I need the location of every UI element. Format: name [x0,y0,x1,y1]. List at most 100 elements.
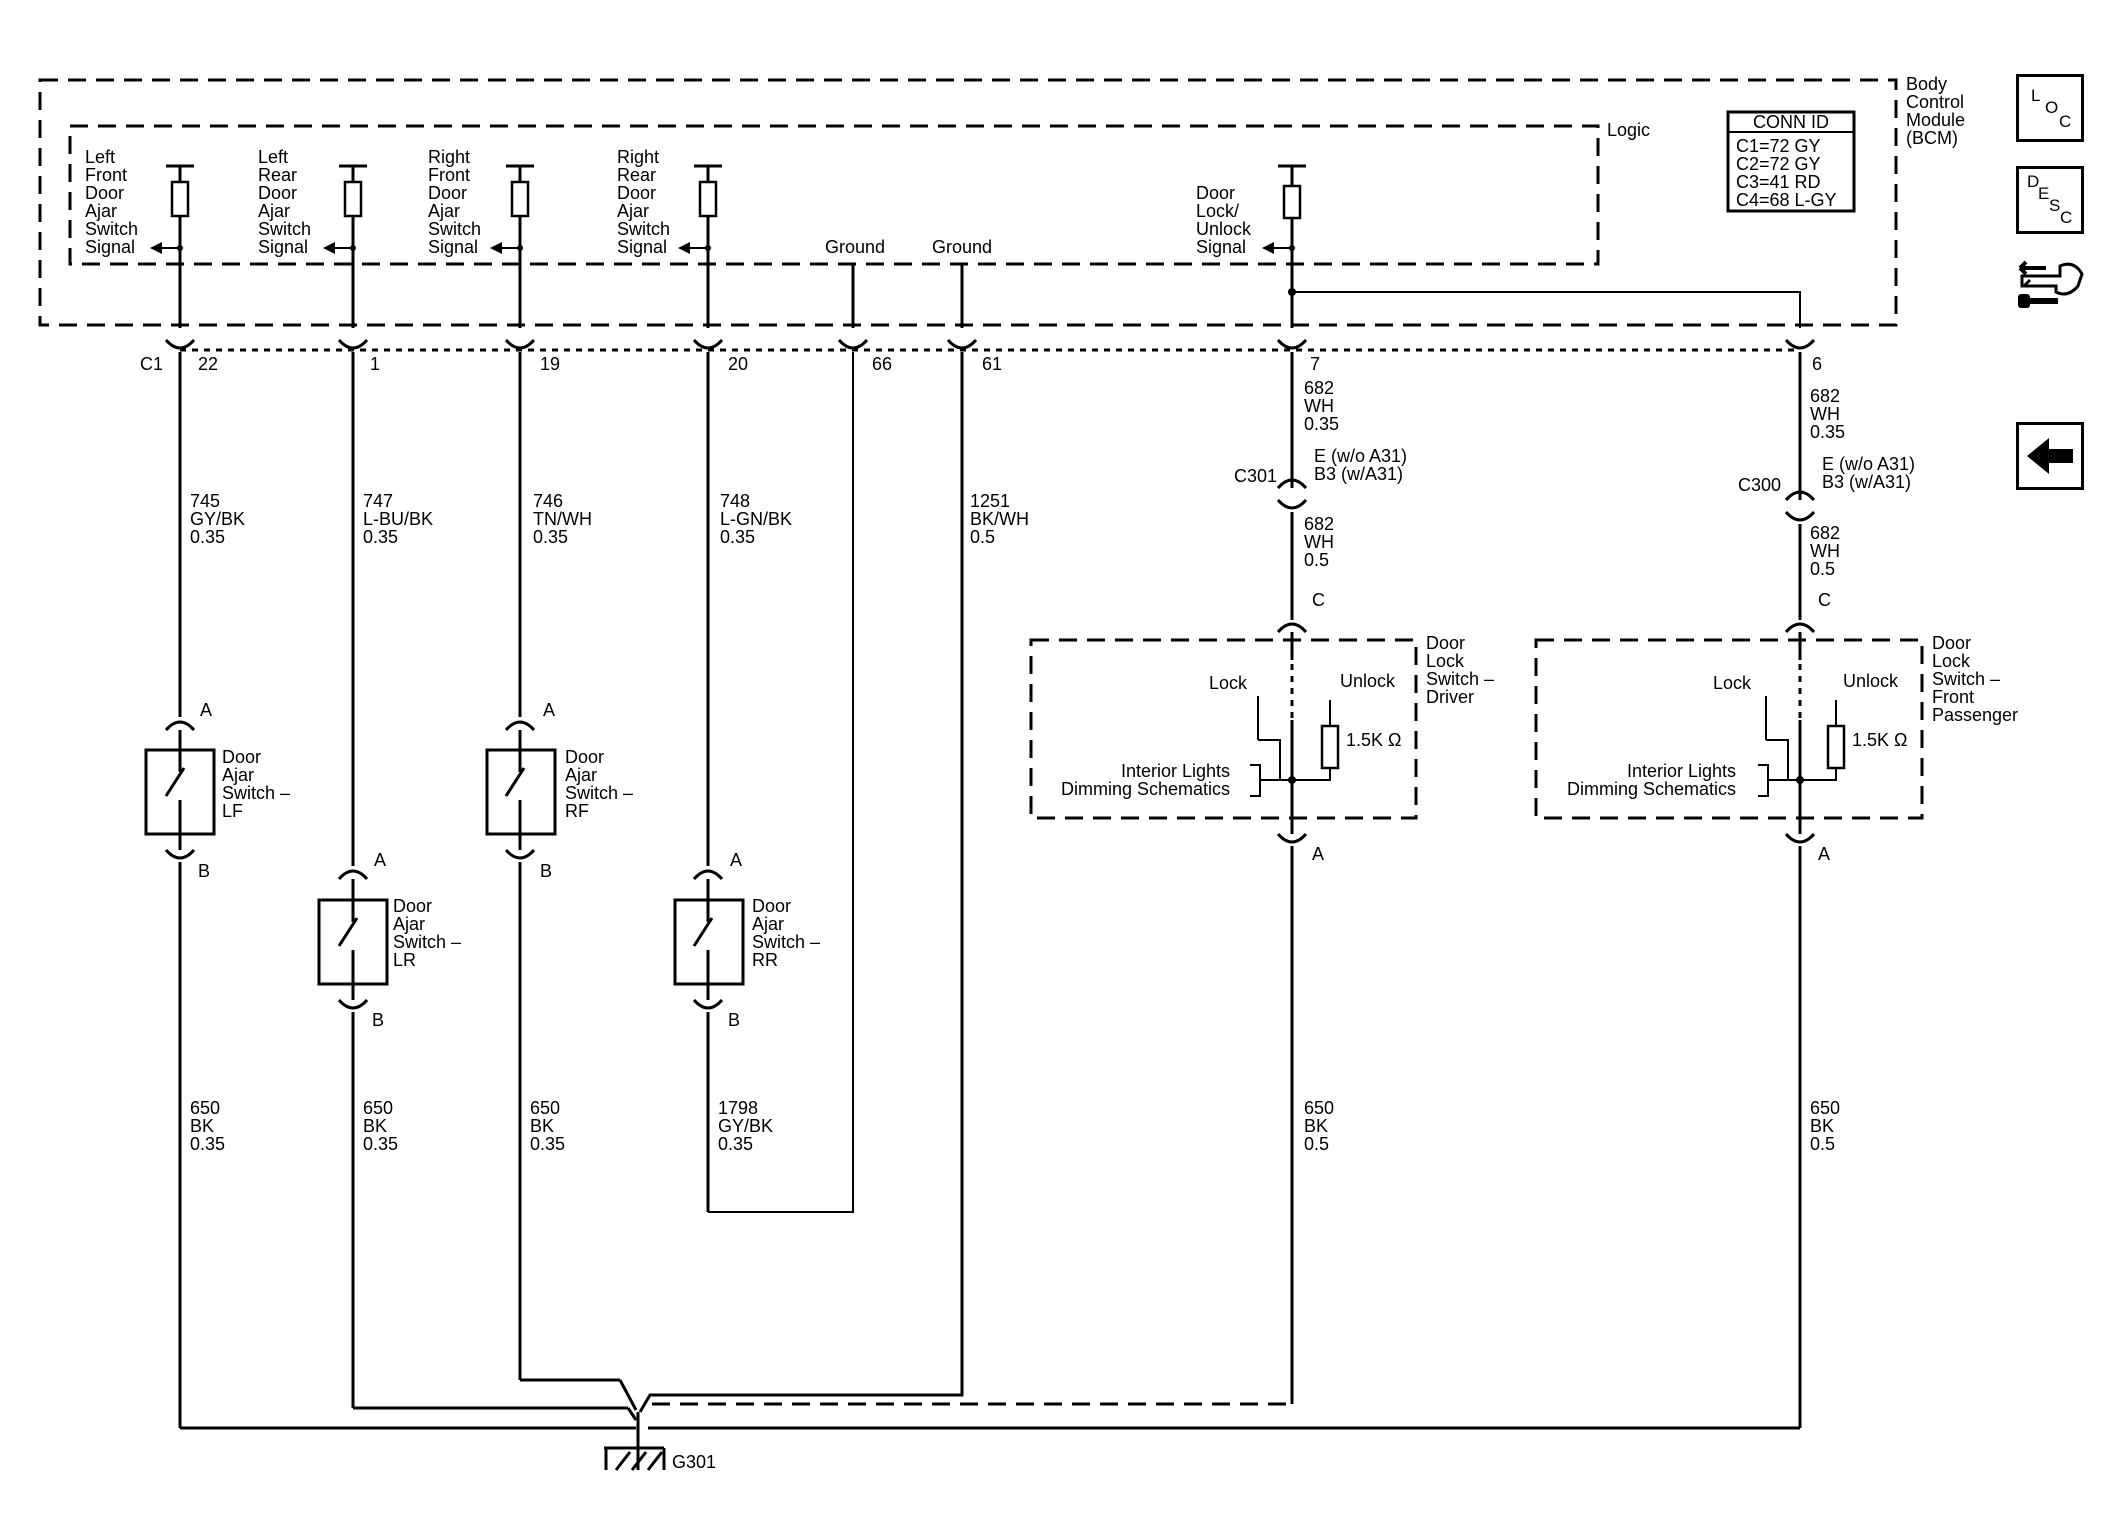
svg-text:0.5: 0.5 [970,527,995,547]
svg-text:0.5: 0.5 [1304,550,1329,570]
svg-text:L: L [2031,86,2040,105]
lf-door-ajar-circuit: 745 GY/BK 0.35 A Door Ajar Switch – LF B… [144,352,290,1428]
ground-symbol-g301: G301 [604,1446,716,1472]
location-button[interactable]: L O C [2016,74,2084,142]
svg-text:Interior Lights: Interior Lights [1627,761,1736,781]
svg-text:C1: C1 [140,354,163,374]
svg-text:20: 20 [728,354,748,374]
svg-text:1: 1 [370,354,380,374]
svg-text:1.5K Ω: 1.5K Ω [1346,730,1402,750]
svg-text:Ajar: Ajar [85,201,117,221]
svg-text:6: 6 [1812,354,1822,374]
svg-text:C: C [1818,590,1831,610]
svg-text:C1=72 GY: C1=72 GY [1736,136,1821,156]
svg-text:Ajar: Ajar [565,765,597,785]
rr-door-ajar-circuit: 748 L-GN/BK 0.35 A Door Ajar Switch – RR… [673,352,854,1213]
svg-text:BK/WH: BK/WH [970,509,1029,529]
svg-text:E (w/o A31): E (w/o A31) [1822,454,1915,474]
svg-text:Switch: Switch [85,219,138,239]
svg-text:WH: WH [1304,532,1334,552]
svg-text:C: C [2059,112,2071,131]
svg-text:A: A [1312,844,1324,864]
svg-text:BK: BK [1810,1116,1834,1136]
svg-text:Unlock: Unlock [1843,671,1899,691]
svg-text:CONN ID: CONN ID [1753,112,1829,132]
svg-text:RF: RF [565,801,589,821]
svg-text:Door: Door [222,747,261,767]
svg-text:Dimming Schematics: Dimming Schematics [1567,779,1736,799]
bcm-label: Body Control Module (BCM) [1906,74,1965,148]
door-ajar-switch-lf [144,730,216,850]
svg-text:Lock: Lock [1426,651,1465,671]
svg-text:RR: RR [752,950,778,970]
svg-text:Door: Door [1932,633,1971,653]
connector-view-icon [2018,260,2084,308]
svg-text:WH: WH [1810,404,1840,424]
svg-text:22: 22 [198,354,218,374]
svg-text:O: O [2045,98,2058,117]
svg-text:650: 650 [1304,1098,1334,1118]
svg-text:Ajar: Ajar [222,765,254,785]
bcm-ground-66: Ground [825,237,885,328]
svg-text:BK: BK [530,1116,554,1136]
svg-text:Signal: Signal [617,237,667,257]
svg-text:C300: C300 [1738,475,1781,495]
description-button[interactable]: D E S C [2016,166,2084,234]
svg-text:Door: Door [393,896,432,916]
svg-text:0.35: 0.35 [530,1134,565,1154]
svg-text:Door: Door [85,183,124,203]
svg-text:Driver: Driver [1426,687,1474,707]
svg-text:L-GN/BK: L-GN/BK [720,509,792,529]
svg-text:Signal: Signal [85,237,135,257]
svg-text:Door: Door [428,183,467,203]
svg-text:Unlock: Unlock [1196,219,1252,239]
svg-text:BK: BK [1304,1116,1328,1136]
svg-text:Door: Door [752,896,791,916]
svg-text:BK: BK [190,1116,214,1136]
back-button[interactable] [2016,422,2084,490]
svg-text:650: 650 [530,1098,560,1118]
svg-text:B: B [372,1010,384,1030]
back-arrow-icon [2027,438,2073,474]
svg-text:1251: 1251 [970,491,1010,511]
svg-text:Ground: Ground [825,237,885,257]
svg-text:61: 61 [982,354,1002,374]
svg-text:C301: C301 [1234,466,1277,486]
svg-text:B: B [198,861,210,881]
svg-text:Door: Door [258,183,297,203]
svg-text:748: 748 [720,491,750,511]
svg-text:Lock/: Lock/ [1196,201,1239,221]
svg-text:C: C [1312,590,1325,610]
svg-text:Ajar: Ajar [617,201,649,221]
svg-text:Switch –: Switch – [222,783,290,803]
svg-text:0.35: 0.35 [718,1134,753,1154]
svg-text:0.35: 0.35 [190,1134,225,1154]
svg-text:Ground: Ground [932,237,992,257]
svg-text:C2=72 GY: C2=72 GY [1736,154,1821,174]
svg-text:Module: Module [1906,110,1965,130]
connector-view-button[interactable] [2016,246,2086,318]
svg-text:Signal: Signal [1196,237,1246,257]
svg-text:0.5: 0.5 [1810,1134,1835,1154]
svg-text:Switch: Switch [258,219,311,239]
rf-signal-circuit: Right Front Door Ajar Switch Signal [428,147,534,328]
svg-text:Rear: Rear [617,165,656,185]
svg-text:0.35: 0.35 [363,527,398,547]
svg-text:Front: Front [1932,687,1974,707]
svg-text:0.5: 0.5 [1810,559,1835,579]
driver-lock-switch-circuit: 682 WH 0.35 C301 E (w/o A31) B3 (w/A31) … [1029,352,1494,1400]
door-ajar-switch-lr [317,879,389,1000]
svg-text:Ajar: Ajar [258,201,290,221]
logic-label: Logic [1607,120,1650,140]
svg-text:19: 19 [540,354,560,374]
conn-id-table: CONN ID C1=72 GY C2=72 GY C3=41 RD C4=68… [1726,110,1856,213]
svg-text:G301: G301 [672,1452,716,1472]
svg-text:A: A [200,700,212,720]
svg-text:Door: Door [1426,633,1465,653]
svg-text:Left: Left [85,147,115,167]
svg-text:A: A [374,850,386,870]
svg-text:0.35: 0.35 [720,527,755,547]
svg-text:7: 7 [1310,354,1320,374]
svg-text:C: C [2060,208,2072,227]
svg-text:0.5: 0.5 [1304,1134,1329,1154]
